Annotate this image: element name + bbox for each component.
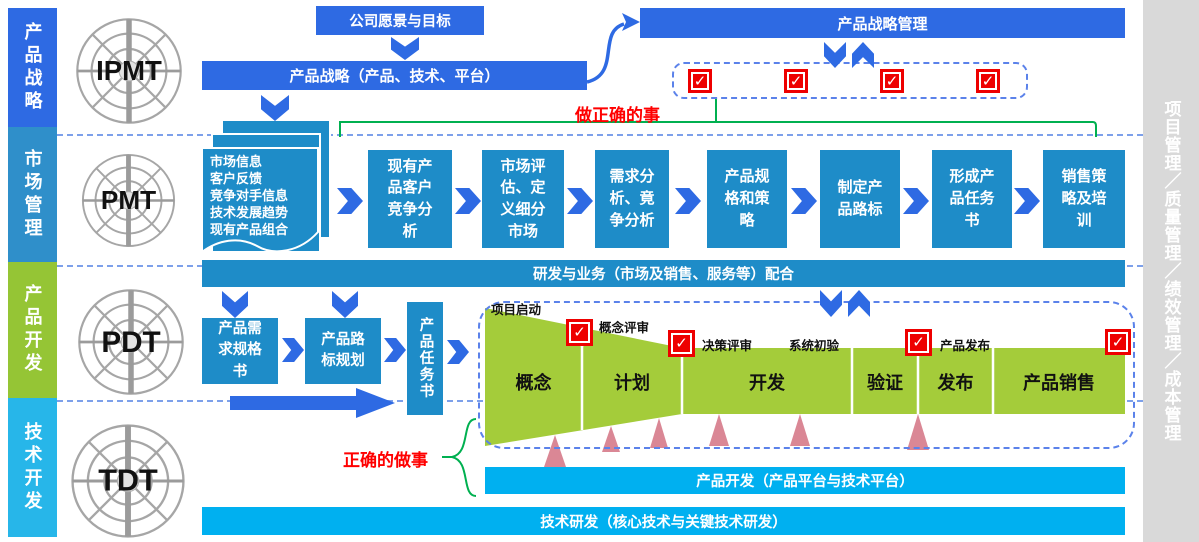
product-platform-bar: 产品开发（产品平台与技术平台） <box>485 467 1125 494</box>
checkbox-icon <box>976 69 1000 93</box>
milestone-label: 决策评审 <box>702 339 753 353</box>
down-arrow-icon <box>332 291 358 318</box>
down-arrow-icon <box>222 291 248 318</box>
product-strategy-management-bar: 产品战略管理 <box>640 8 1125 38</box>
checkbox-icon <box>688 69 712 93</box>
sidebar-label: 市场管理 <box>22 148 43 241</box>
funnel-phase-label: 计划 <box>614 373 650 393</box>
checkbox-icon <box>880 69 904 93</box>
funnel-phase-label: 发布 <box>937 373 974 393</box>
sidebar-label: 技术开发 <box>22 421 43 514</box>
team-label: IPMT <box>96 55 162 86</box>
milestone-label: 产品发布 <box>940 339 991 353</box>
product-development-process-container <box>478 301 1135 449</box>
do-things-right-brace <box>442 418 477 497</box>
market-step-box: 产品规格和策略 <box>707 150 787 248</box>
doc-line: 客户反馈 <box>210 171 263 186</box>
curved-arrow <box>586 13 640 84</box>
right-arrow-icon <box>675 188 701 214</box>
do-right-things-label: 做正确的事 <box>575 106 660 125</box>
sidebar-item-technology-development: 技术开发 <box>8 398 57 537</box>
checkbox-icon <box>1105 329 1131 355</box>
product-strategy-bar: 产品战略（产品、技术、平台） <box>202 61 587 90</box>
team-label: PDT <box>101 326 160 359</box>
right-arrow-icon <box>337 188 363 214</box>
do-right-things-bracket <box>339 99 1097 137</box>
milestone-label: 项目启动 <box>491 303 542 317</box>
market-step-box: 制定产品路标 <box>820 150 900 248</box>
pdt-wheel-icon: PDT <box>76 287 186 402</box>
milestone-label: 系统初验 <box>789 339 840 353</box>
doc-line: 市场信息 <box>210 154 263 169</box>
funnel-phase-label: 概念 <box>515 373 552 393</box>
milestone-label: 概念评审 <box>599 321 650 335</box>
market-step-box: 需求分析、竟争分析 <box>595 150 669 248</box>
rd-business-collaboration-bar: 研发与业务（市场及销售、服务等）配合 <box>202 260 1125 287</box>
doc-line: 现有产品组合 <box>210 222 289 237</box>
strategy-checkpoints-container <box>672 62 1028 99</box>
doc-line: 竞争对手信息 <box>210 188 289 203</box>
right-arrow-icon <box>1014 188 1040 214</box>
do-things-right-label: 正确的做事 <box>343 451 428 470</box>
sidebar-item-product-development: 产品开发 <box>8 262 57 398</box>
doc-line: 技术发展趋势 <box>210 205 289 220</box>
right-arrow-icon <box>455 188 481 214</box>
company-vision-box: 公司愿景与目标 <box>316 6 484 35</box>
right-arrow-icon <box>791 188 817 214</box>
right-arrow-icon <box>282 338 304 362</box>
funnel-phase-label: 产品销售 <box>1023 373 1095 393</box>
checkbox-icon <box>784 69 808 93</box>
dev-step-box: 产品需求规格书 <box>202 318 278 384</box>
right-arrow-icon <box>384 338 406 362</box>
checkbox-icon <box>668 330 695 357</box>
market-inputs-text: 市场信息 客户反馈 竞争对手信息 技术发展趋势 现有产品组合 <box>210 153 288 238</box>
checkbox-icon <box>905 329 932 356</box>
right-arrow-icon <box>903 188 929 214</box>
sidebar-label: 产品战略 <box>22 21 43 114</box>
dev-step-box-vertical: 产品任务书 <box>407 302 443 415</box>
market-step-box: 市场评估、定义细分市场 <box>482 150 564 248</box>
team-label: TDT <box>98 463 158 497</box>
market-step-box: 现有产品客户竞争分析 <box>368 150 452 248</box>
funnel-phase-label: 验证 <box>867 373 903 393</box>
sidebar-item-market-management: 市场管理 <box>8 127 57 262</box>
up-arrow-icon <box>852 42 874 68</box>
pmt-wheel-icon: PMT <box>80 152 177 254</box>
funnel-phase-label: 开发 <box>749 373 785 393</box>
sidebar-label: 产品开发 <box>22 284 43 376</box>
down-arrow-icon <box>391 37 419 60</box>
technology-research-bar: 技术研发（核心技术与关键技术研发） <box>202 507 1125 535</box>
right-sidebar-label: 项目管理／质量管理／绩效管理／成本管理 <box>1161 100 1181 442</box>
tdt-wheel-icon: TDT <box>69 422 187 542</box>
row-divider-strategy-market <box>57 134 1143 136</box>
right-arrow-icon <box>447 340 469 364</box>
down-arrow-icon <box>824 42 846 68</box>
right-arrow-icon <box>567 188 593 214</box>
sidebar-item-product-strategy: 产品战略 <box>8 8 57 127</box>
thick-right-arrow <box>230 388 395 418</box>
market-step-box: 形成产品任务书 <box>932 150 1012 248</box>
team-label: PMT <box>101 185 156 215</box>
market-step-box: 销售策略及培训 <box>1043 150 1125 248</box>
ipmt-wheel-icon: IPMT <box>74 16 184 131</box>
sidebar-management-dimensions: 项目管理／质量管理／绩效管理／成本管理 <box>1143 0 1199 542</box>
checkbox-icon <box>566 319 593 346</box>
down-arrow-icon <box>261 95 289 121</box>
dev-step-box: 产品路标规划 <box>305 318 381 384</box>
